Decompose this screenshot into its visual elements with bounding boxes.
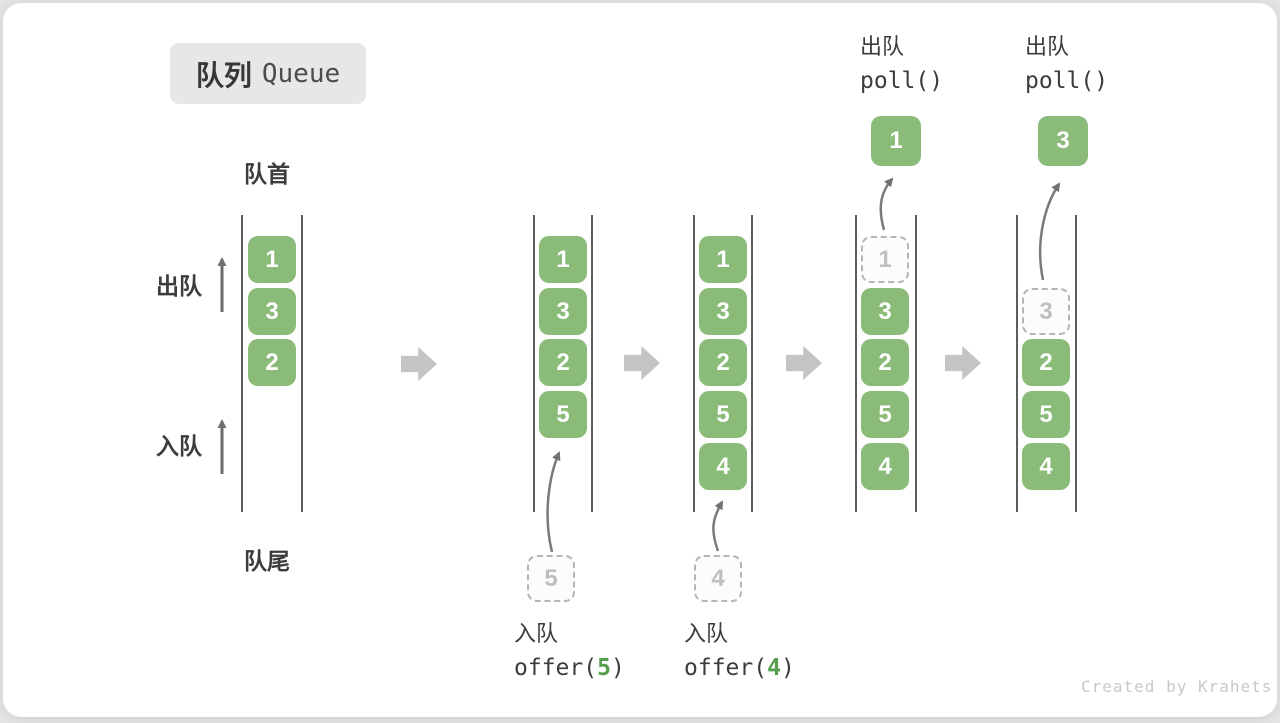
queue-item: 2 bbox=[248, 339, 296, 386]
stage-transition-arrow-icon bbox=[945, 346, 981, 380]
stage-transition-arrow-icon bbox=[401, 347, 437, 381]
queue-item: 5 bbox=[539, 391, 587, 438]
incoming-item-ghost: 4 bbox=[694, 555, 742, 602]
watermark: Created by Krahets bbox=[1081, 677, 1273, 696]
queue-item: 3 bbox=[861, 288, 909, 335]
queue-item: 4 bbox=[699, 443, 747, 490]
removed-item-ghost: 3 bbox=[1022, 288, 1070, 335]
incoming-item-ghost: 5 bbox=[527, 555, 575, 602]
title-badge: 队列 Queue bbox=[170, 43, 366, 104]
dequeue-op-code: poll() bbox=[860, 68, 944, 94]
polled-item: 3 bbox=[1038, 116, 1088, 166]
diagram-card: 队列 Queue 队首 队尾 出队 入队 1 3 2 1 3 2 5 5 1 3… bbox=[3, 3, 1277, 717]
queue-item: 4 bbox=[861, 443, 909, 490]
enqueue-close: ) bbox=[610, 655, 625, 681]
stage-transition-arrow-icon bbox=[624, 346, 660, 380]
queue-walls-stage-3 bbox=[693, 215, 753, 512]
enqueue-op-code: offer(5) bbox=[514, 651, 625, 685]
queue-item: 5 bbox=[861, 391, 909, 438]
queue-item: 5 bbox=[1022, 391, 1070, 438]
queue-front-label: 队首 bbox=[244, 161, 290, 187]
queue-item: 1 bbox=[539, 236, 587, 283]
enqueue-arg: 4 bbox=[767, 655, 781, 681]
queue-item: 3 bbox=[539, 288, 587, 335]
enqueue-close: ) bbox=[780, 655, 795, 681]
enqueue-side-label: 入队 bbox=[156, 433, 202, 459]
dequeue-op-zh: 出队 bbox=[1025, 34, 1070, 59]
enqueue-fn: offer( bbox=[514, 655, 598, 681]
queue-item: 2 bbox=[539, 339, 587, 386]
enqueue-arg: 5 bbox=[597, 655, 611, 681]
queue-item: 3 bbox=[248, 288, 296, 335]
enqueue-op-zh: 入队 bbox=[514, 621, 559, 646]
queue-item: 4 bbox=[1022, 443, 1070, 490]
enqueue-fn: offer( bbox=[684, 655, 768, 681]
queue-item: 2 bbox=[699, 339, 747, 386]
queue-rear-label: 队尾 bbox=[244, 548, 290, 574]
queue-item: 2 bbox=[861, 339, 909, 386]
title-en: Queue bbox=[261, 58, 341, 89]
queue-item: 5 bbox=[699, 391, 747, 438]
enqueue-op-zh: 入队 bbox=[684, 621, 729, 646]
queue-walls-stage-1 bbox=[241, 215, 303, 512]
dequeue-op-code: poll() bbox=[1025, 68, 1109, 94]
enqueue-op-label: 入队 offer(4) bbox=[684, 617, 795, 685]
dequeue-op-label: 出队 poll() bbox=[860, 30, 943, 98]
dequeue-side-label: 出队 bbox=[156, 273, 202, 299]
enqueue-op-label: 入队 offer(5) bbox=[514, 617, 625, 685]
queue-walls-stage-2 bbox=[533, 215, 593, 512]
title-zh: 队列 bbox=[195, 59, 252, 91]
polled-item: 1 bbox=[871, 116, 921, 166]
queue-item: 2 bbox=[1022, 339, 1070, 386]
dequeue-op-label: 出队 poll() bbox=[1025, 30, 1108, 98]
dequeue-op-zh: 出队 bbox=[860, 34, 905, 59]
queue-item: 1 bbox=[699, 236, 747, 283]
queue-walls-stage-4 bbox=[855, 215, 917, 512]
stage-transition-arrow-icon bbox=[786, 346, 822, 380]
enqueue-op-code: offer(4) bbox=[684, 651, 795, 685]
queue-item: 3 bbox=[699, 288, 747, 335]
queue-item: 1 bbox=[248, 236, 296, 283]
queue-walls-stage-5 bbox=[1016, 215, 1077, 512]
removed-item-ghost: 1 bbox=[861, 236, 909, 283]
